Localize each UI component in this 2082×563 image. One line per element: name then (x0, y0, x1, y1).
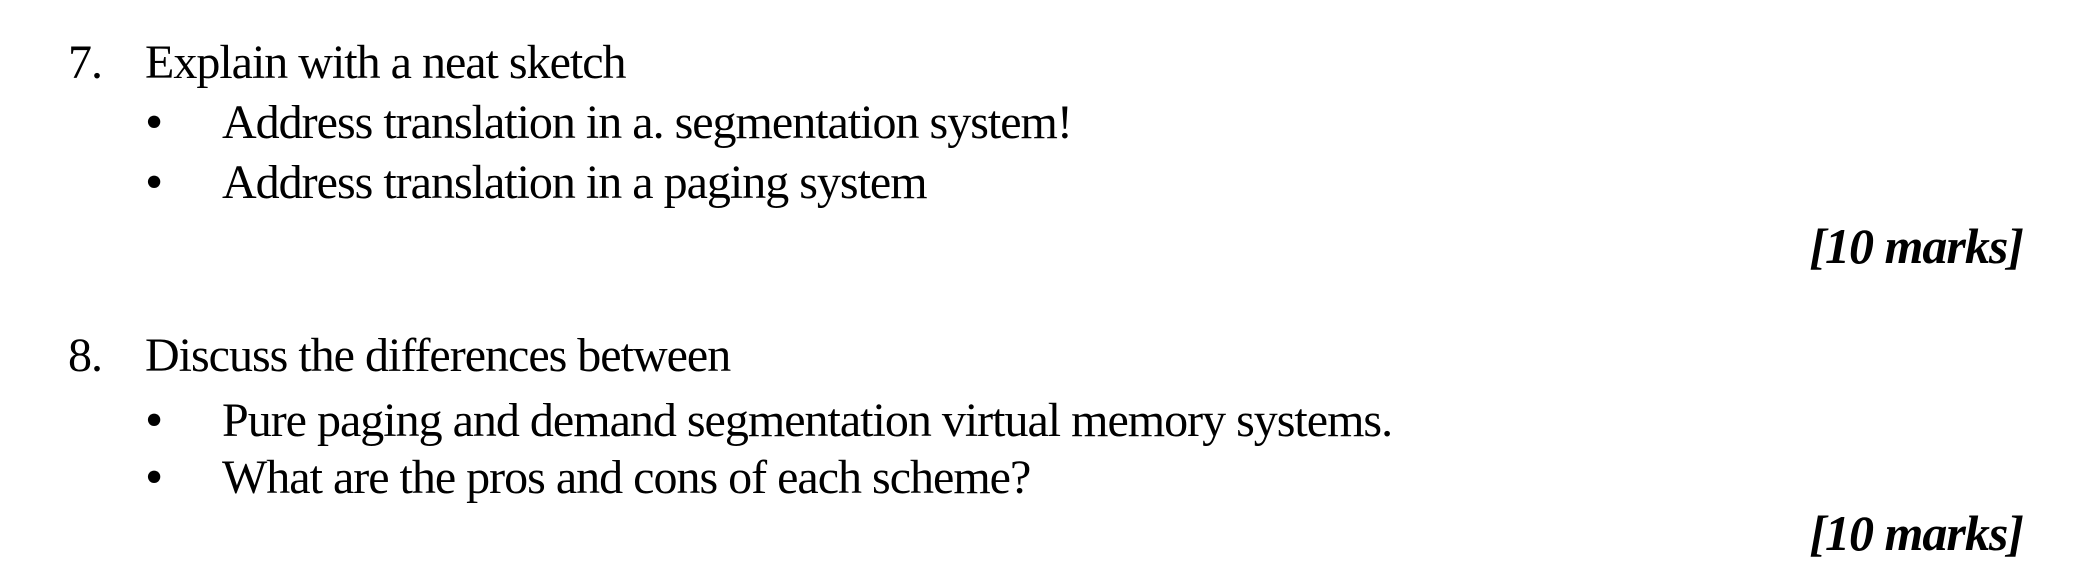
question-8-bullet-1-row: • Pure paging and demand segmentation vi… (0, 391, 2082, 451)
question-8-bullet-2-row: • What are the pros and cons of each sch… (0, 448, 2082, 508)
question-8-marks-label: [10 marks] (1809, 505, 2024, 561)
bullet-icon: • (145, 449, 163, 506)
bullet-icon: • (145, 392, 163, 449)
question-7-bullet-1-text: Address translation in a. segmentation s… (222, 96, 1073, 149)
question-7-bullet-2-row: • Address translation in a paging system (0, 153, 2082, 213)
question-7-bullet-1-row: • Address translation in a. segmentation… (0, 93, 2082, 153)
bullet-icon: • (145, 154, 163, 211)
question-7-marks-label: [10 marks] (1809, 218, 2024, 274)
question-7-heading-row: 7. Explain with a neat sketch (0, 33, 2082, 93)
question-8-number: 8. (68, 329, 103, 382)
question-8-bullet-1-text: Pure paging and demand segmentation virt… (222, 394, 1393, 447)
question-7-number: 7. (68, 36, 103, 89)
question-7-prompt: Explain with a neat sketch (145, 36, 627, 89)
question-8-heading-row: 8. Discuss the differences between (0, 326, 2082, 386)
question-8-prompt: Discuss the differences between (145, 329, 731, 382)
question-8-bullet-2-text: What are the pros and cons of each schem… (222, 451, 1031, 504)
bullet-icon: • (145, 94, 163, 151)
question-7-bullet-2-text: Address translation in a paging system (222, 156, 928, 209)
